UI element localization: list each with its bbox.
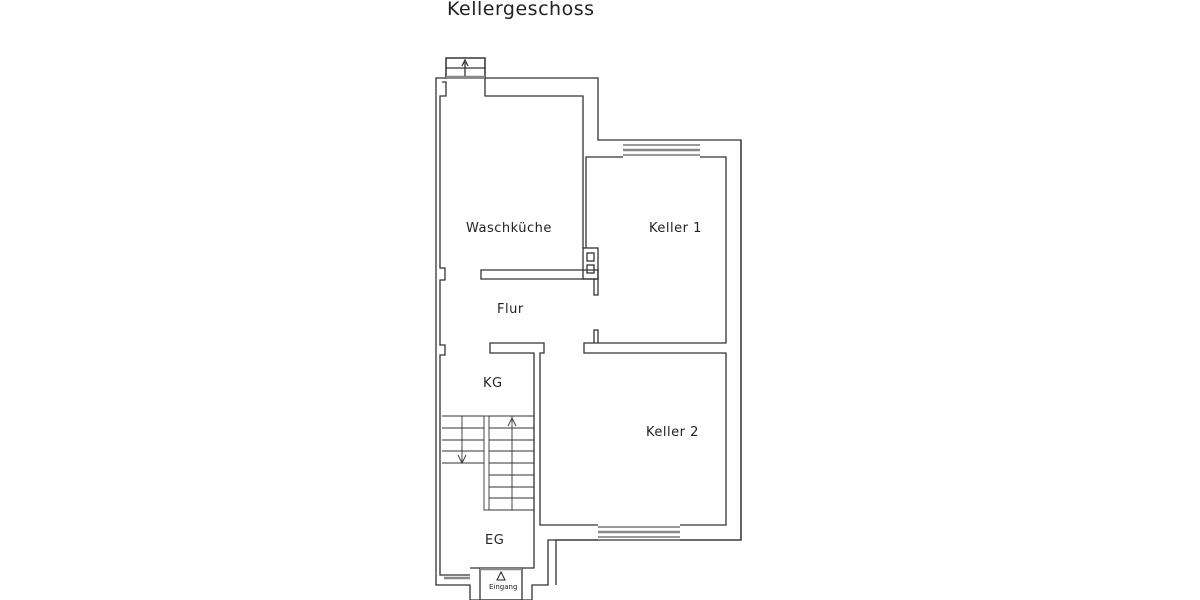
windows [444,75,700,580]
room-label-eg: EG [485,533,504,548]
entrance-label: Eingang [489,583,517,591]
right-outer [555,140,742,585]
room-label-waschkueche: Waschküche [466,221,552,236]
room-label-keller1: Keller 1 [649,221,702,236]
top-light-well [445,57,486,79]
room-label-keller2: Keller 2 [646,425,699,440]
inner-wall-left [439,81,470,576]
outer-wall [435,57,742,600]
partition-wall [480,269,599,280]
keller1-walls [470,156,727,569]
chimney [582,247,599,280]
inner-wall-top [484,78,584,248]
staircase [442,415,534,511]
triangle-up-icon [496,570,506,581]
plan-title: Kellergeschoss [447,0,595,20]
room-label-flur: Flur [497,302,524,317]
room-label-kg: KG [483,376,503,391]
